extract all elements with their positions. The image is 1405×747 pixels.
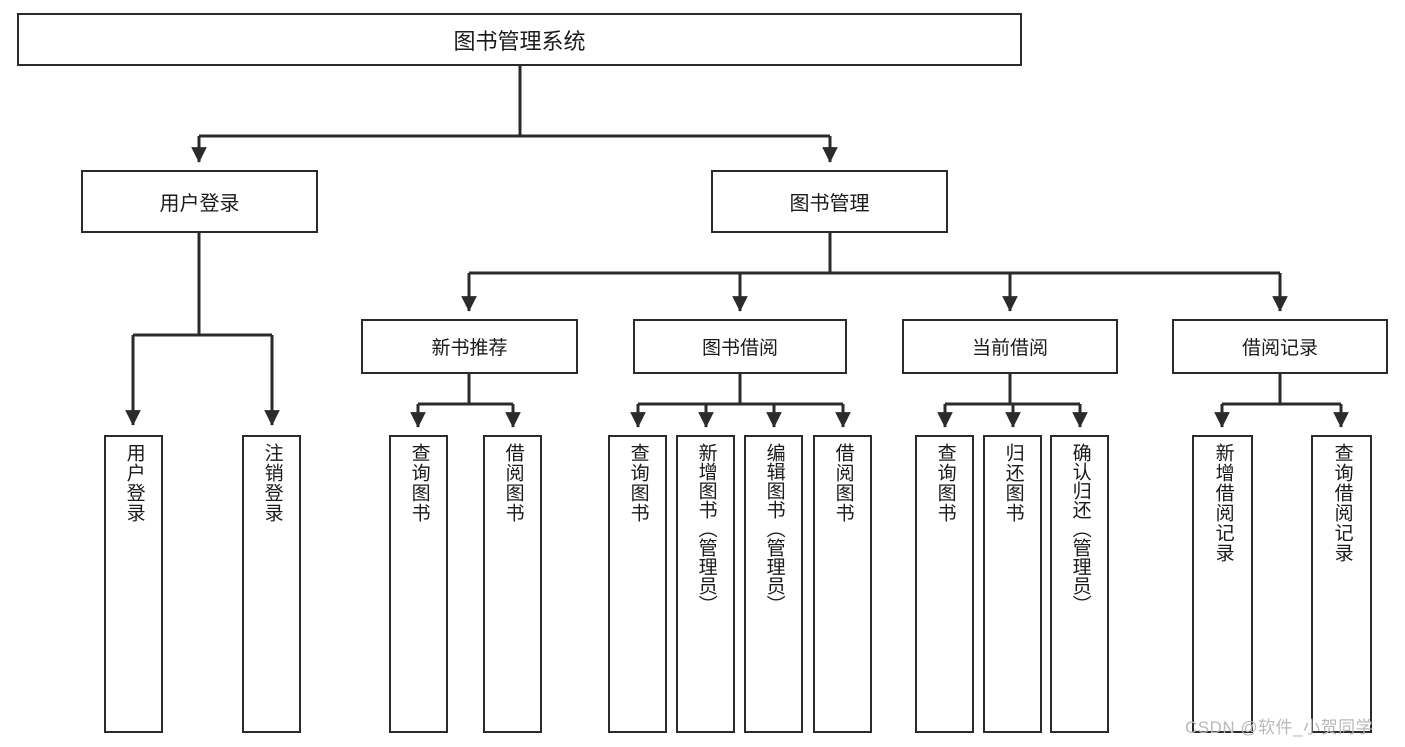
node-label: 借阅图书 <box>832 443 854 523</box>
leaf-logout-login[interactable]: 注销登录 <box>242 435 301 733</box>
node-label: 确认归还（管理员） <box>1069 443 1091 614</box>
node-current-borrow[interactable]: 当前借阅 <box>902 319 1118 374</box>
node-label: 编辑图书（管理员） <box>763 443 785 614</box>
leaf-query-book-borrow[interactable]: 查询图书 <box>608 435 667 733</box>
node-label: 借阅记录 <box>1241 338 1318 359</box>
node-label: 查询图书 <box>627 443 649 523</box>
node-label: 用户登录 <box>123 443 145 523</box>
leaf-query-book-current[interactable]: 查询图书 <box>915 435 974 733</box>
node-label: 查询图书 <box>408 443 430 523</box>
node-label: 图书管理系统 <box>453 28 586 54</box>
node-book-borrow[interactable]: 图书借阅 <box>633 319 847 374</box>
node-label: 用户登录 <box>159 193 240 215</box>
node-label: 图书借阅 <box>701 338 778 359</box>
node-label: 当前借阅 <box>971 338 1048 359</box>
leaf-confirm-return-admin[interactable]: 确认归还（管理员） <box>1050 435 1109 733</box>
leaf-query-book-recommend[interactable]: 查询图书 <box>389 435 448 733</box>
node-label: 新增借阅记录 <box>1212 443 1234 563</box>
node-label: 借阅图书 <box>502 443 524 523</box>
node-user-login[interactable]: 用户登录 <box>81 170 318 233</box>
node-label: 归还图书 <box>1002 443 1024 523</box>
node-root-system[interactable]: 图书管理系统 <box>17 13 1022 66</box>
csdn-watermark: CSDN @软件_小贺同学 <box>1185 718 1374 737</box>
leaf-query-borrow-record[interactable]: 查询借阅记录 <box>1311 435 1372 733</box>
node-new-book-recommend[interactable]: 新书推荐 <box>361 319 578 374</box>
node-label: 注销登录 <box>261 443 283 523</box>
leaf-user-login[interactable]: 用户登录 <box>104 435 163 733</box>
node-label: 新书推荐 <box>431 338 508 359</box>
leaf-edit-book-admin[interactable]: 编辑图书（管理员） <box>744 435 803 733</box>
leaf-return-book[interactable]: 归还图书 <box>983 435 1042 733</box>
node-borrow-record[interactable]: 借阅记录 <box>1172 319 1388 374</box>
leaf-add-book-admin[interactable]: 新增图书（管理员） <box>676 435 735 733</box>
node-book-management[interactable]: 图书管理 <box>711 170 948 233</box>
leaf-add-borrow-record[interactable]: 新增借阅记录 <box>1192 435 1253 733</box>
node-label: 新增图书（管理员） <box>695 443 717 614</box>
leaf-borrow-book[interactable]: 借阅图书 <box>813 435 872 733</box>
node-label: 图书管理 <box>789 193 870 215</box>
leaf-borrow-book-recommend[interactable]: 借阅图书 <box>483 435 542 733</box>
node-label: 查询图书 <box>934 443 956 523</box>
node-label: 查询借阅记录 <box>1331 443 1353 563</box>
